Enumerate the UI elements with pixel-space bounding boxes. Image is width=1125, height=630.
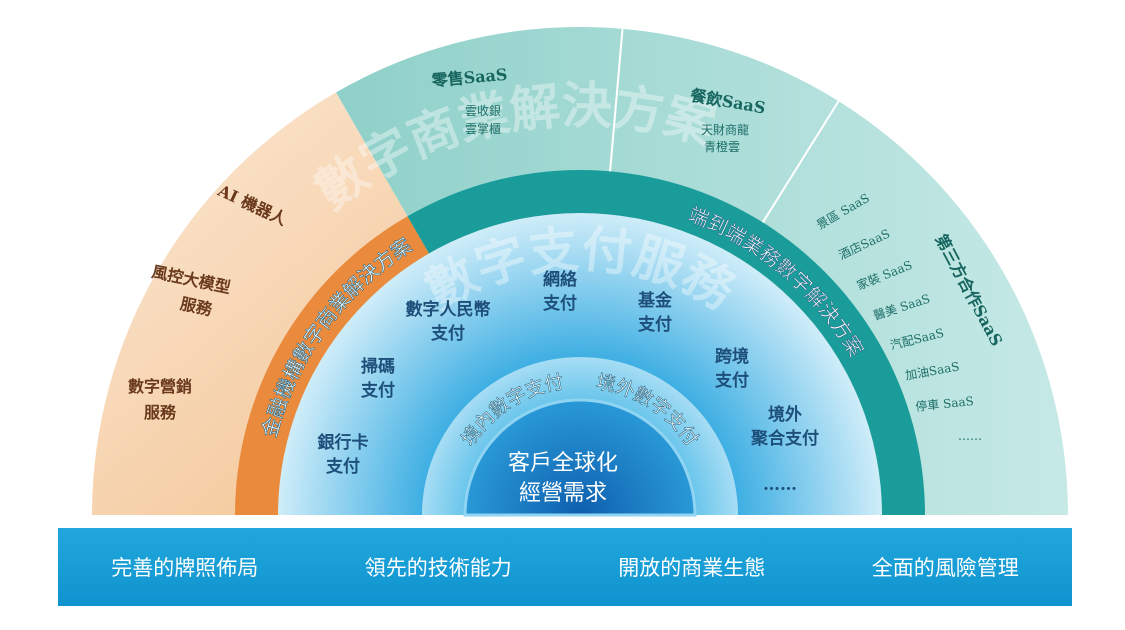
payment-item: 掃碼 <box>361 357 395 377</box>
sector-divider <box>761 100 840 223</box>
payment-more: …… <box>763 475 797 495</box>
orange-band <box>235 216 430 515</box>
bottom-item: 完善的牌照佈局 <box>111 556 259 580</box>
bottom-item: 開放的商業生態 <box>618 556 766 580</box>
retail-item: 雲收銀 <box>465 104 501 118</box>
payment-item: 跨境 <box>715 346 749 367</box>
payment-item: 網絡 <box>543 269 578 290</box>
payment-item: 銀行卡 <box>318 432 369 453</box>
payment-item: 支付 <box>361 380 395 401</box>
payment-item: 支付 <box>431 323 465 344</box>
marketing-label-2: 服務 <box>144 403 177 422</box>
marketing-label: 數字營銷 <box>128 377 192 396</box>
bottom-item: 領先的技術能力 <box>364 556 512 580</box>
core-label-2: 經營需求 <box>519 481 607 506</box>
core-label: 客戶全球化 <box>508 451 618 476</box>
catering-item: 青橙雲 <box>704 139 740 154</box>
teal-band <box>407 170 925 515</box>
bottom-bar: 完善的牌照佈局 領先的技術能力 開放的商業生態 全面的風險管理 <box>58 528 1072 606</box>
payment-item: 支付 <box>638 314 672 335</box>
third-party-item: …… <box>958 429 982 443</box>
core-circle <box>463 398 697 517</box>
retail-item: 雲掌櫃 <box>465 122 501 136</box>
payment-item: 支付 <box>715 370 749 391</box>
bottom-item: 全面的風險管理 <box>871 556 1019 580</box>
payment-item: 聚合支付 <box>750 428 819 449</box>
payment-item: 支付 <box>543 293 577 314</box>
third-party-item: 停車 SaaS <box>915 393 975 414</box>
sector-divider <box>609 28 624 172</box>
payment-item: 支付 <box>326 456 360 477</box>
payment-item: 基金 <box>637 290 673 311</box>
catering-item: 天財商龍 <box>701 122 749 137</box>
payment-item: 數字人民幣 <box>406 299 491 320</box>
payment-item: 境外 <box>768 404 802 425</box>
